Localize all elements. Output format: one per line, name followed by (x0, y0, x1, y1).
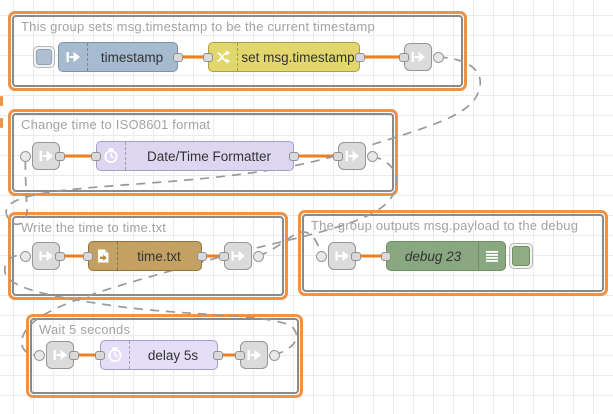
node-icon-region (101, 341, 130, 369)
shuffle-icon (217, 50, 231, 64)
link-in-virtual-port[interactable] (20, 150, 31, 162)
node-icon-region (59, 43, 88, 71)
node-icon-region (89, 242, 118, 270)
link-icon (247, 349, 261, 361)
button-fill (36, 49, 52, 65)
group-title: Write the time to time.txt (21, 220, 167, 235)
link-out-virtual-port[interactable] (269, 349, 280, 361)
group-title: This group sets msg.timestamp to be the … (21, 19, 375, 34)
output-port[interactable] (173, 52, 183, 62)
node-label: delay 5s (147, 347, 199, 363)
link-icon (411, 51, 425, 63)
output-port[interactable] (355, 52, 365, 62)
output-port[interactable] (55, 251, 65, 261)
link-in-virtual-port[interactable] (316, 250, 327, 262)
delay-node[interactable]: delay 5s (100, 340, 218, 370)
link-icon (39, 250, 53, 262)
output-port[interactable] (351, 251, 361, 261)
input-port[interactable] (399, 52, 409, 62)
inject-icon (66, 51, 80, 63)
group-title: Wait 5 seconds (39, 322, 131, 337)
button-fill (512, 246, 530, 266)
node-icon-region (209, 43, 238, 71)
link-icon (53, 349, 67, 361)
canvas-edge-tick (0, 96, 3, 106)
canvas-edge-tick (0, 118, 3, 128)
clock-icon (104, 148, 118, 163)
node-label: set msg.timestamp (241, 49, 355, 65)
file-icon (98, 249, 109, 263)
link-in-virtual-port[interactable] (34, 349, 45, 361)
link-out-virtual-port[interactable] (367, 150, 378, 162)
input-port[interactable] (219, 251, 229, 261)
output-port[interactable] (55, 151, 65, 161)
output-port[interactable] (197, 251, 207, 261)
node-icon-region (97, 142, 126, 170)
link-out-virtual-port[interactable] (433, 51, 444, 63)
input-port[interactable] (235, 350, 245, 360)
output-port[interactable] (289, 151, 299, 161)
clock-icon (108, 347, 122, 362)
input-port[interactable] (95, 350, 105, 360)
inject-node[interactable]: timestamp (58, 42, 178, 72)
group-title: The group outputs msg.payload to the deb… (311, 218, 579, 233)
link-icon (345, 150, 359, 162)
datetime-formatter-node[interactable]: Date/Time Formatter (96, 141, 294, 171)
node-label: Date/Time Formatter (146, 148, 272, 164)
input-port[interactable] (203, 52, 213, 62)
link-icon (39, 150, 53, 162)
list-icon (486, 251, 498, 262)
node-icon-region (478, 242, 505, 270)
change-node[interactable]: set msg.timestamp (208, 42, 360, 72)
link-icon (335, 250, 349, 262)
link-icon (231, 250, 245, 262)
input-port[interactable] (91, 151, 101, 161)
debug-node[interactable]: debug 23 (386, 241, 506, 271)
output-port[interactable] (69, 350, 79, 360)
group-title: Change time to ISO8601 format (21, 117, 211, 132)
debug-toggle-button[interactable] (509, 243, 533, 269)
link-in-virtual-port[interactable] (20, 250, 31, 262)
input-port[interactable] (83, 251, 93, 261)
link-out-virtual-port[interactable] (253, 250, 264, 262)
inject-button[interactable] (33, 46, 55, 68)
node-label: timestamp (100, 49, 164, 65)
node-label: time.txt (137, 248, 181, 264)
node-label: debug 23 (404, 248, 462, 264)
input-port[interactable] (381, 251, 391, 261)
output-port[interactable] (213, 350, 223, 360)
file-node[interactable]: time.txt (88, 241, 202, 271)
input-port[interactable] (333, 151, 343, 161)
